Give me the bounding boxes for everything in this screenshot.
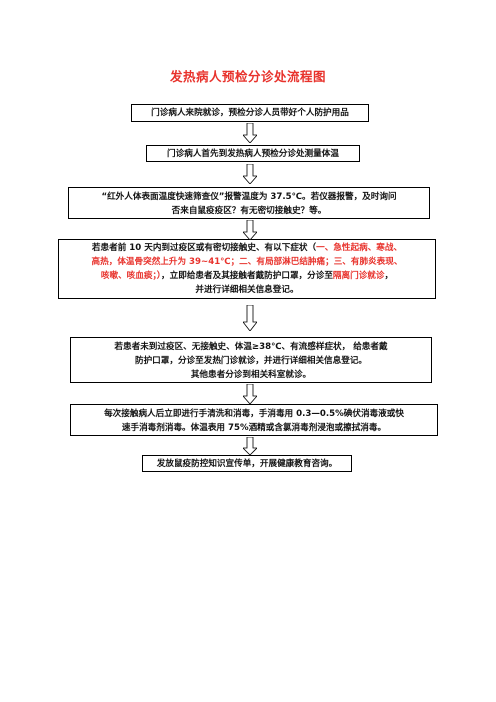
down-block-arrow-icon <box>243 220 257 240</box>
step-text: 其他患者分诊到相关科室就诊。 <box>190 370 312 380</box>
step-text: 若患者未到过疫区、无接触史、体温≥38℃、有流感样症状， 给患者戴 <box>114 342 388 352</box>
flow-step-text-line: 速手消毒剂消毒。体温表用 75%酒精或含氯消毒剂浸泡或擦拭消毒。 <box>75 421 433 435</box>
step-text: 发放鼠疫防控知识宣传单，开展健康教育咨询。 <box>156 459 338 469</box>
flow-step-2: 门诊病人首先到发热病人预检分诊处测量体温 <box>146 145 360 162</box>
step-text: 每次接触病人后立即进行手清洗和消毒，手消毒用 0.3—0.5%碘伏消毒液或快 <box>104 409 404 419</box>
down-block-arrow-icon <box>243 305 257 331</box>
down-block-arrow-icon <box>243 164 257 184</box>
highlighted-text: 咳嗽、咳血痰；） <box>100 271 162 281</box>
flow-step-text-line: 其他患者分诊到相关科室就诊。 <box>75 368 427 382</box>
flow-step-text-line: “红外人体表面温度快速筛查仪”报警温度为 37.5℃。若仪器报警，及时询问 <box>73 190 425 204</box>
step-text: ，立即给患者及其接触者戴防护口罩，分诊至 <box>161 271 333 281</box>
highlighted-text: 高热，体温骨突然上升为 39~41℃；二、有局部淋巴结肿痛；三、有肺炎表现、 <box>91 257 403 267</box>
down-block-arrow-icon <box>243 384 257 404</box>
flow-step-text-line: 若患者未到过疫区、无接触史、体温≥38℃、有流感样症状， 给患者戴 <box>75 340 427 354</box>
step-text: 否来自鼠疫疫区？有无密切接触史？等。 <box>171 206 327 216</box>
step-text: 速手消毒剂消毒。体温表用 75%酒精或含氯消毒剂浸泡或擦拭消毒。 <box>121 423 387 433</box>
flow-step-5: 若患者未到过疫区、无接触史、体温≥38℃、有流感样症状， 给患者戴防护口罩，分诊… <box>70 337 432 383</box>
step-text: 并进行详细相关信息登记。 <box>195 285 299 295</box>
step-text: 门诊病人来院就诊，预检分诊人员带好个人防护用品 <box>151 108 349 118</box>
flow-step-7: 发放鼠疫防控知识宣传单，开展健康教育咨询。 <box>142 455 352 472</box>
flow-step-text-line: 发放鼠疫防控知识宣传单，开展健康教育咨询。 <box>147 457 347 471</box>
down-block-arrow-icon <box>243 437 257 455</box>
step-text: “红外人体表面温度快速筛查仪”报警温度为 37.5℃。若仪器报警，及时询问 <box>101 192 397 202</box>
step-text: 若患者前 10 天内到过疫区或有密切接触史、有以下症状（ <box>91 243 317 253</box>
flow-step-6: 每次接触病人后立即进行手清洗和消毒，手消毒用 0.3—0.5%碘伏消毒液或快速手… <box>70 404 438 436</box>
flow-step-3: “红外人体表面温度快速筛查仪”报警温度为 37.5℃。若仪器报警，及时询问否来自… <box>68 187 430 219</box>
highlighted-text: 隔离门诊就诊 <box>332 271 385 281</box>
flow-step-text-line: 并进行详细相关信息登记。 <box>63 283 431 297</box>
flow-step-text-line: 每次接触病人后立即进行手清洗和消毒，手消毒用 0.3—0.5%碘伏消毒液或快 <box>75 407 433 421</box>
flow-step-text-line: 门诊病人来院就诊，预检分诊人员带好个人防护用品 <box>136 106 364 120</box>
flow-step-text-line: 若患者前 10 天内到过疫区或有密切接触史、有以下症状（一、急性起病、寒战、 <box>63 241 431 255</box>
step-text: ， <box>384 271 394 281</box>
flow-step-text-line: 否来自鼠疫疫区？有无密切接触史？等。 <box>73 204 425 218</box>
flow-step-text-line: 高热，体温骨突然上升为 39~41℃；二、有局部淋巴结肿痛；三、有肺炎表现、 <box>63 255 431 269</box>
step-text: 防护口罩，分诊至发热门诊就诊，并进行详细相关信息登记。 <box>134 356 368 366</box>
flow-step-text-line: 咳嗽、咳血痰；），立即给患者及其接触者戴防护口罩，分诊至隔离门诊就诊， <box>63 269 431 283</box>
page-title: 发热病人预检分诊处流程图 <box>169 69 326 84</box>
flow-step-1: 门诊病人来院就诊，预检分诊人员带好个人防护用品 <box>131 104 369 122</box>
flow-step-4: 若患者前 10 天内到过疫区或有密切接触史、有以下症状（一、急性起病、寒战、高热… <box>58 239 436 299</box>
highlighted-text: 一、急性起病、寒战、 <box>316 243 403 253</box>
flow-step-text-line: 防护口罩，分诊至发热门诊就诊，并进行详细相关信息登记。 <box>75 354 427 368</box>
down-block-arrow-icon <box>243 123 257 143</box>
step-text: 门诊病人首先到发热病人预检分诊处测量体温 <box>167 149 339 159</box>
flow-step-text-line: 门诊病人首先到发热病人预检分诊处测量体温 <box>151 147 355 161</box>
